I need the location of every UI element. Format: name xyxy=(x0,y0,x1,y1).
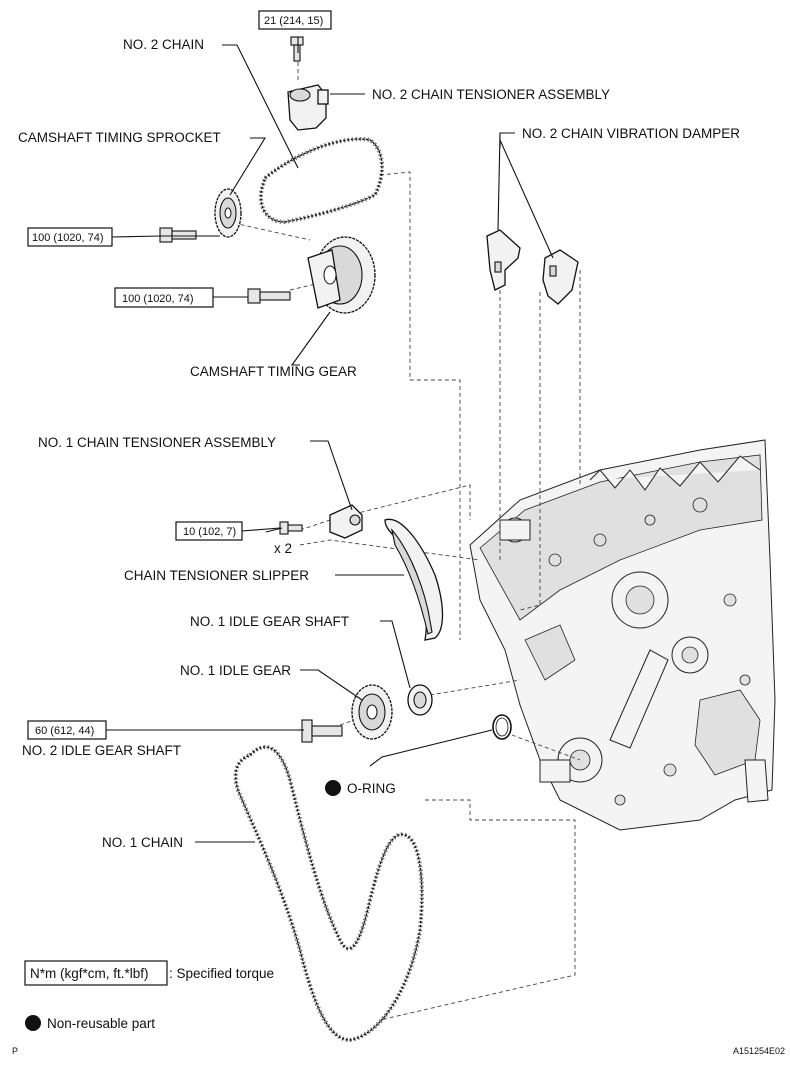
label-no1-idle-gear: NO. 1 IDLE GEAR xyxy=(180,663,291,678)
svg-text:21 (214, 15): 21 (214, 15) xyxy=(264,15,323,27)
label-o-ring: O-RING xyxy=(347,781,396,796)
o-ring-part xyxy=(492,714,512,740)
label-no2-chain: NO. 2 CHAIN xyxy=(123,37,204,52)
label-camshaft-timing-gear: CAMSHAFT TIMING GEAR xyxy=(190,364,357,379)
no1-idle-gear-part xyxy=(351,684,393,740)
label-no2-chain-vibration-damper: NO. 2 CHAIN VIBRATION DAMPER xyxy=(522,126,740,141)
no1-chain-part xyxy=(233,744,424,1043)
tensioner-bolt-top xyxy=(290,36,304,62)
no2-chain-vibration-damper-part xyxy=(486,229,579,305)
label-no1-chain-tensioner: NO. 1 CHAIN TENSIONER ASSEMBLY xyxy=(38,435,276,450)
no2-chain-tensioner-part xyxy=(287,84,329,131)
svg-text:100 (1020, 74): 100 (1020, 74) xyxy=(122,293,194,305)
torque-box-sprocket-bolt: 100 (1020, 74) xyxy=(27,227,113,247)
svg-text:60 (612, 44): 60 (612, 44) xyxy=(35,725,94,737)
legend-torque-desc: : Specified torque xyxy=(169,966,274,981)
label-no2-chain-tensioner: NO. 2 CHAIN TENSIONER ASSEMBLY xyxy=(372,87,610,102)
footer-mark: P xyxy=(12,1046,18,1056)
label-no2-idle-gear-shaft: NO. 2 IDLE GEAR SHAFT xyxy=(22,743,181,758)
no2-idle-gear-shaft-part xyxy=(301,719,343,743)
legend: N*m (kgf*cm, ft.*lbf) : Specified torque… xyxy=(24,960,274,1031)
no2-chain-part xyxy=(258,137,385,225)
torque-box-gear-bolt: 100 (1020, 74) xyxy=(114,287,214,308)
sprocket-bolt xyxy=(159,227,197,243)
non-reusable-marker-o-ring xyxy=(325,780,341,796)
torque-box-no1-tensioner-bolt: 10 (102, 7) xyxy=(175,521,243,541)
gear-bolt xyxy=(247,288,291,304)
chain-tensioner-slipper-part xyxy=(384,518,444,641)
label-chain-tensioner-slipper: CHAIN TENSIONER SLIPPER xyxy=(124,568,309,583)
leader-lines xyxy=(160,37,554,843)
footer-code: A151254E02 xyxy=(733,1046,785,1056)
label-no1-idle-gear-shaft: NO. 1 IDLE GEAR SHAFT xyxy=(190,614,349,629)
torque-box-idle-gear-shaft: 60 (612, 44) xyxy=(27,720,107,740)
no1-tensioner-bolt xyxy=(279,521,303,535)
legend-non-reusable: Non-reusable part xyxy=(47,1016,155,1031)
label-no1-chain: NO. 1 CHAIN xyxy=(102,835,183,850)
no1-chain-tensioner-part xyxy=(329,504,363,539)
label-camshaft-timing-sprocket: CAMSHAFT TIMING SPROCKET xyxy=(18,130,221,145)
label-times-two: x 2 xyxy=(274,541,292,556)
engine-block xyxy=(469,439,776,831)
svg-text:10 (102, 7): 10 (102, 7) xyxy=(183,526,236,538)
no1-idle-gear-shaft-part xyxy=(407,684,433,716)
camshaft-timing-sprocket-part xyxy=(214,188,242,238)
camshaft-timing-gear-part xyxy=(307,236,376,314)
torque-box-tensioner-bolt: 21 (214, 15) xyxy=(258,10,332,30)
svg-text:100 (1020, 74): 100 (1020, 74) xyxy=(32,232,104,244)
legend-torque-unit: N*m (kgf*cm, ft.*lbf) xyxy=(30,966,149,981)
legend-non-reusable-icon xyxy=(25,1015,41,1031)
